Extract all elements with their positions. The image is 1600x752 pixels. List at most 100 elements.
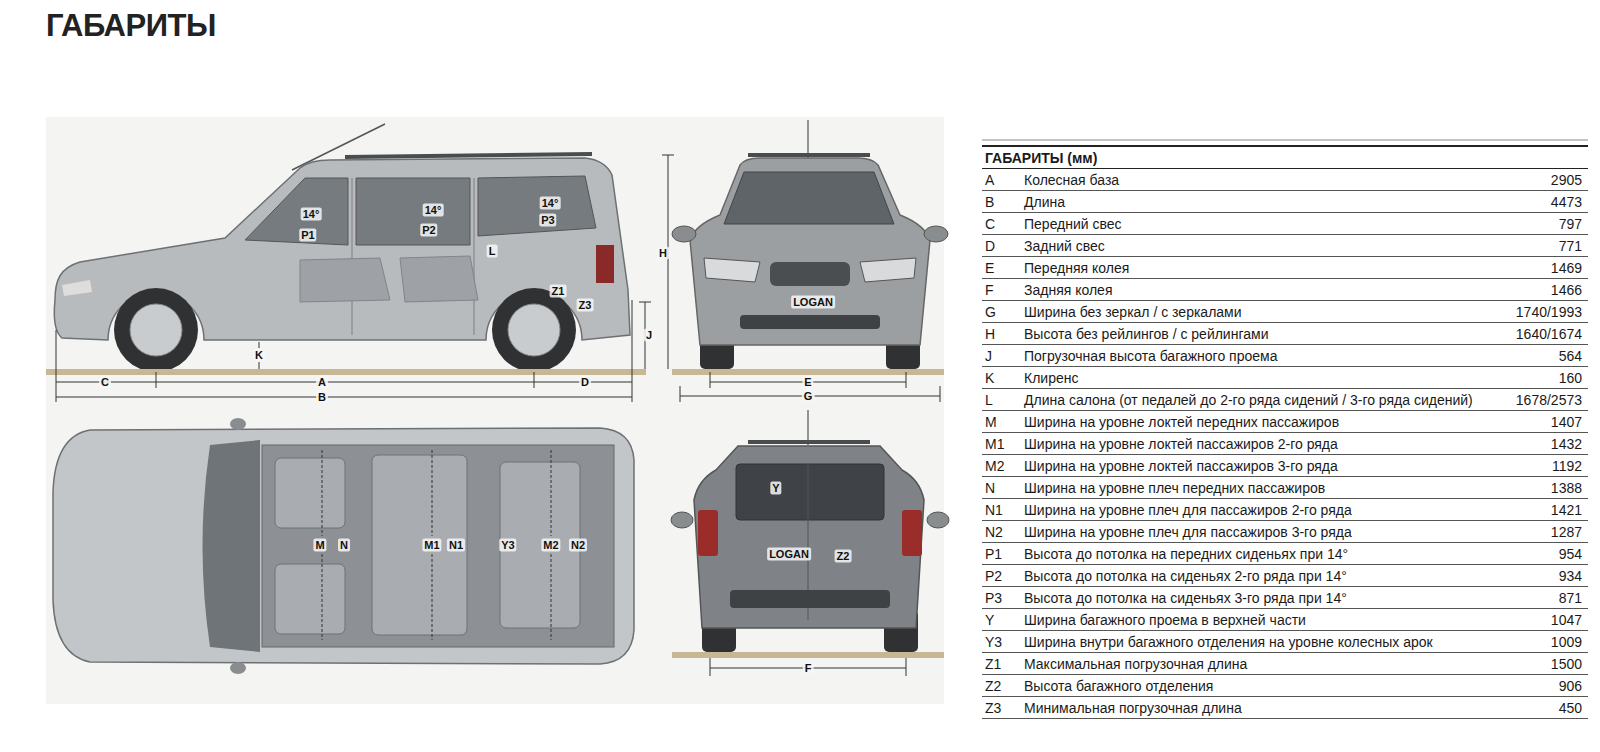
dimension-letter: P1 [299, 229, 316, 242]
dimension-code: P3 [982, 590, 1024, 606]
dimension-letter: P2 [420, 224, 437, 237]
top-view [53, 418, 634, 674]
dimension-description: Длина [1024, 192, 1551, 212]
dimension-value: 934 [1559, 568, 1588, 584]
table-rule [982, 140, 1588, 141]
dimension-description: Погрузочная высота багажного проема [1024, 346, 1559, 366]
dimension-letter: F [803, 662, 814, 675]
dimension-code: L [982, 392, 1024, 408]
table-row: GШирина без зеркал / с зеркалами1740/199… [982, 301, 1588, 323]
dimension-description: Высота без рейлингов / с рейлингами [1024, 324, 1516, 344]
table-row: N2Ширина на уровне плеч для пассажиров 3… [982, 521, 1588, 543]
table-row: M1Ширина на уровне локтей пассажиров 2-г… [982, 433, 1588, 455]
dimension-description: Высота до потолка на сиденьях 3-го ряда … [1024, 588, 1559, 608]
dimension-description: Ширина внутри багажного отделения на уро… [1024, 632, 1551, 652]
dimension-letter: N2 [569, 539, 587, 552]
page-title: ГАБАРИТЫ [46, 8, 216, 44]
table-row: N1Ширина на уровне плеч для пассажиров 2… [982, 499, 1588, 521]
dimension-value: 4473 [1551, 194, 1588, 210]
dimension-letter: Z1 [550, 285, 567, 298]
dimension-value: 1678/2573 [1516, 392, 1588, 408]
dimension-value: 906 [1559, 678, 1588, 694]
dimension-description: Передняя колея [1024, 258, 1551, 278]
dimension-description: Ширина на уровне локтей пассажиров 3-го … [1024, 456, 1552, 476]
dimension-description: Минимальная погрузочная длина [1024, 698, 1559, 718]
side-view [46, 124, 674, 402]
dimension-description: Ширина на уровне плеч для пассажиров 3-г… [1024, 522, 1551, 542]
dimension-value: 797 [1559, 216, 1588, 232]
dimension-value: 1640/1674 [1516, 326, 1588, 342]
dimension-letter: J [644, 329, 654, 342]
dimension-code: E [982, 260, 1024, 276]
dimension-value: 1500 [1551, 656, 1588, 672]
table-row: P3Высота до потолка на сиденьях 3-го ряд… [982, 587, 1588, 609]
dimension-letter: 14° [540, 197, 561, 210]
dimension-code: N1 [982, 502, 1024, 518]
dimension-letter: L [487, 245, 498, 258]
dimension-description: Ширина на уровне плеч для пассажиров 2-г… [1024, 500, 1551, 520]
dimension-code: M2 [982, 458, 1024, 474]
dimension-code: F [982, 282, 1024, 298]
dimension-value: 1287 [1551, 524, 1588, 540]
dimension-description: Клиренс [1024, 368, 1559, 388]
dimension-letter: G [802, 390, 815, 403]
dimension-letter: B [316, 391, 328, 404]
dimension-description: Ширина на уровне локтей пассажиров 2-го … [1024, 434, 1551, 454]
table-row: Z1Максимальная погрузочная длина1500 [982, 653, 1588, 675]
dimension-code: M1 [982, 436, 1024, 452]
table-row: P2Высота до потолка на сиденьях 2-го ряд… [982, 565, 1588, 587]
dimension-letter: Z2 [835, 550, 852, 563]
dimension-value: 160 [1559, 370, 1588, 386]
table-header-row: ГАБАРИТЫ (мм) [982, 147, 1588, 169]
dimension-letter: N [338, 539, 350, 552]
dimension-code: N [982, 480, 1024, 496]
table-row: CПередний свес797 [982, 213, 1588, 235]
dimension-letter: LOGAN [767, 548, 811, 561]
dimension-value: 1432 [1551, 436, 1588, 452]
dimension-letter: P3 [539, 214, 556, 227]
dimension-value: 871 [1559, 590, 1588, 606]
dimension-code: P1 [982, 546, 1024, 562]
dimension-value: 1466 [1551, 282, 1588, 298]
dimension-letter: Z3 [577, 299, 594, 312]
dimension-code: Z3 [982, 700, 1024, 716]
table-row: LДлина салона (от педалей до 2-го ряда с… [982, 389, 1588, 411]
dimension-value: 1407 [1551, 414, 1588, 430]
table-row: Z3Минимальная погрузочная длина450 [982, 697, 1588, 719]
dimension-letter: E [802, 376, 813, 389]
dimension-code: J [982, 348, 1024, 364]
dimension-description: Ширина на уровне плеч передних пассажиро… [1024, 478, 1551, 498]
dimension-code: K [982, 370, 1024, 386]
table-row: Y3Ширина внутри багажного отделения на у… [982, 631, 1588, 653]
dimension-letter: A [316, 376, 328, 389]
dimension-code: Y3 [982, 634, 1024, 650]
dimension-description: Высота багажного отделения [1024, 676, 1559, 696]
dimension-value: 1388 [1551, 480, 1588, 496]
dimension-letter: D [579, 376, 591, 389]
dimension-code: N2 [982, 524, 1024, 540]
table-row: AКолесная база2905 [982, 169, 1588, 191]
dimension-value: 1009 [1551, 634, 1588, 650]
dimension-letter: 14° [423, 204, 444, 217]
table-row: FЗадняя колея1466 [982, 279, 1588, 301]
dimension-code: Z1 [982, 656, 1024, 672]
dimension-letter: M [313, 539, 326, 552]
dimension-code: B [982, 194, 1024, 210]
dimension-code: Z2 [982, 678, 1024, 694]
dimension-value: 1047 [1551, 612, 1588, 628]
dimension-code: H [982, 326, 1024, 342]
drawing-ground [46, 117, 944, 704]
table-row: JПогрузочная высота багажного проема564 [982, 345, 1588, 367]
dimension-description: Высота до потолка на передних сиденьях п… [1024, 544, 1559, 564]
dimension-code: M [982, 414, 1024, 430]
dimension-code: G [982, 304, 1024, 320]
table-row: NШирина на уровне плеч передних пассажир… [982, 477, 1588, 499]
front-view [672, 120, 948, 402]
dimension-description: Задняя колея [1024, 280, 1551, 300]
dimension-code: D [982, 238, 1024, 254]
table-row: YШирина багажного проема в верхней части… [982, 609, 1588, 631]
dimension-value: 954 [1559, 546, 1588, 562]
table-row: P1Высота до потолка на передних сиденьях… [982, 543, 1588, 565]
dimension-value: 1740/1993 [1516, 304, 1588, 320]
dimension-letter: K [253, 349, 265, 362]
